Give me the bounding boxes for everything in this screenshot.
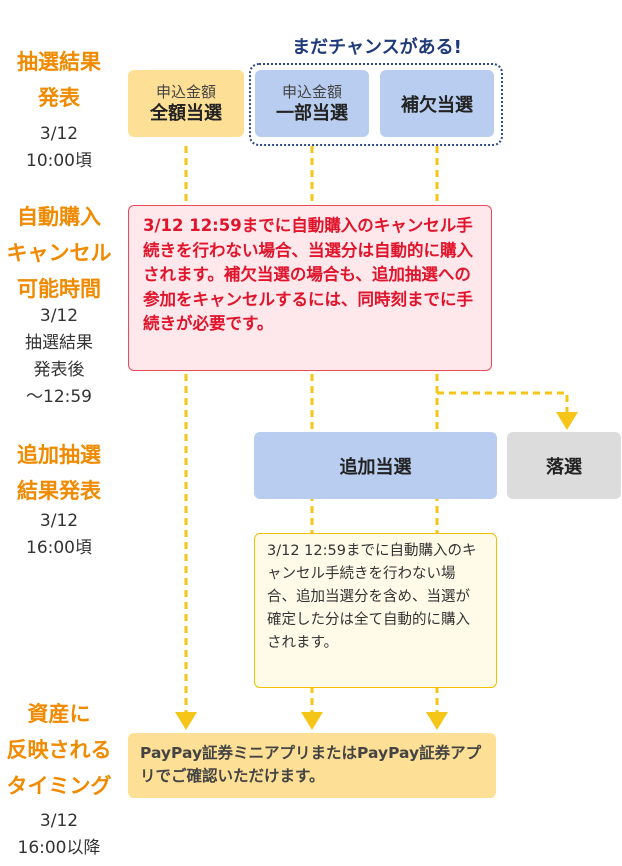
- result-waitlist: 補欠当選: [380, 70, 494, 137]
- cancel-notice: 3/12 12:59までに自動購入のキャンセル手続きを行わない場合、当選分は自動…: [128, 205, 492, 371]
- stage-title: 資産に 反映される タイミング: [6, 702, 112, 798]
- stage-title: 抽選結果 発表: [17, 50, 101, 110]
- chance-frame: [249, 63, 503, 146]
- stage-sub: 3/12 16:00頃: [26, 511, 92, 558]
- arrow-waitlist: [426, 712, 448, 730]
- additional-notice: 3/12 12:59までに自動購入のキャンセル手続きを行わない場合、追加当選分を…: [254, 533, 497, 688]
- stage-title: 自動購入 キャンセル 可能時間: [6, 205, 112, 301]
- additional-win: 追加当選: [254, 432, 497, 499]
- final-notice: PayPay証券ミニアプリまたはPayPay証券アプリでご確認いただけます。: [128, 733, 496, 798]
- stage-title: 追加抽選 結果発表: [17, 443, 101, 503]
- chance-label: まだチャンスがある!: [292, 37, 462, 58]
- result-partial-win: 申込金額 一部当選: [255, 70, 369, 137]
- stage-sub: 3/12 10:00頃: [26, 124, 92, 171]
- arrow-full: [175, 712, 197, 730]
- arrow-lose: [556, 412, 578, 430]
- result-full-win: 申込金額 全額当選: [128, 70, 244, 137]
- stage-sub: 3/12 16:00以降: [17, 811, 101, 858]
- connector-to-lose: [437, 391, 569, 414]
- stage-sub: 3/12 抽選結果 発表後 〜12:59: [25, 306, 93, 407]
- additional-lose: 落選: [507, 432, 621, 499]
- arrow-partial: [301, 712, 323, 730]
